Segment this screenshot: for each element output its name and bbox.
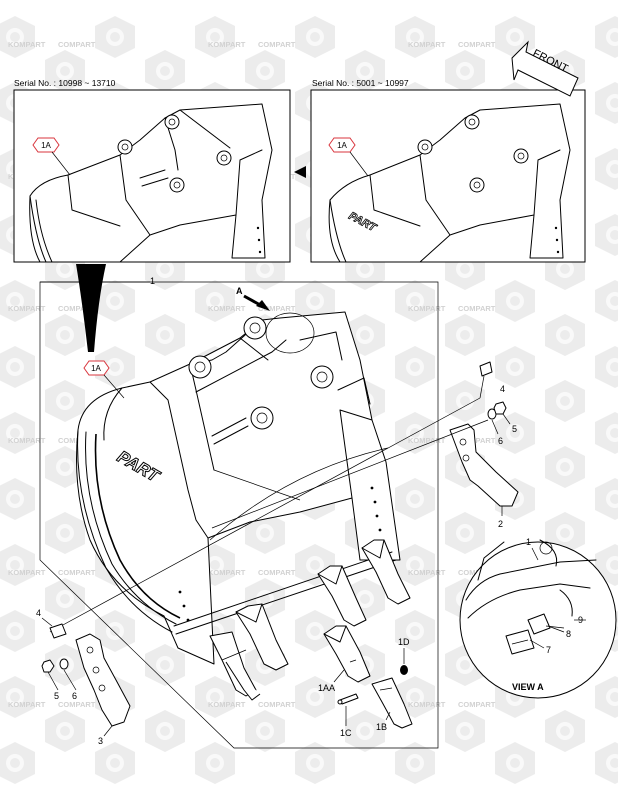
right-inset-bucket: PART (328, 103, 571, 263)
main-bucket: PART (76, 311, 401, 665)
view-a-arrow: A (236, 286, 270, 311)
callout-1b: 1B (376, 722, 387, 732)
callout-1-main: 1 (150, 276, 155, 286)
exploded-tooth-1b (371, 677, 413, 729)
right-inset: Serial No. : 5001 ~ 10997 PART 1A (310, 78, 586, 263)
bolt-4-right (479, 361, 493, 399)
callout-9: 9 (578, 615, 583, 625)
nut-5-left (41, 659, 55, 673)
watermark-pattern: KOMPART COMPART KOMPART COMPART KOMPART … (0, 16, 618, 784)
svg-text:1A: 1A (91, 364, 101, 373)
washer-6-left (59, 658, 69, 670)
pin-1c (337, 693, 359, 705)
callout-5-right: 5 (512, 424, 517, 434)
watermark-word: COMPART (458, 40, 496, 49)
right-serial-label: Serial No. : 5001 ~ 10997 (312, 78, 409, 88)
right-inset-tag-1a: 1A (328, 137, 369, 177)
callout-6-right: 6 (498, 436, 503, 446)
callout-4-right: 4 (500, 384, 505, 394)
detail-connector (76, 264, 106, 352)
watermark-word: COMPART (58, 40, 96, 49)
view-a-detail (459, 539, 617, 699)
callout-3: 3 (98, 736, 103, 746)
lock-1d (400, 665, 408, 675)
watermark-word: KOMPART (408, 40, 446, 49)
view-a-arrow-label: A (236, 286, 243, 296)
callout-1aa: 1AA (318, 683, 335, 693)
tooth (361, 539, 411, 605)
svg-text:1A: 1A (337, 141, 347, 150)
side-cutter-2 (449, 423, 519, 507)
callout-2: 2 (498, 519, 503, 529)
tooth (235, 603, 289, 671)
callout-1-view: 1 (526, 537, 531, 547)
main-tag-1a: 1A (83, 360, 125, 399)
nut-5-right (493, 401, 507, 415)
left-serial-label: Serial No. : 10998 ~ 13710 (14, 78, 116, 88)
watermark-word: COMPART (258, 40, 296, 49)
side-cutter-3 (75, 633, 131, 727)
watermark-word: KOMPART (8, 40, 46, 49)
pointer-arrow (294, 166, 306, 178)
callout-1d: 1D (398, 637, 410, 647)
left-inset: Serial No. : 10998 ~ 13710 1A (13, 78, 291, 263)
main-frame: 1 (39, 276, 439, 749)
view-a-label: VIEW A (512, 682, 544, 692)
callout-labels: 4 5 6 2 4 5 6 3 1AA 1C 1B 1D 1 7 8 9 (36, 384, 583, 746)
watermark-word: KOMPART (208, 40, 246, 49)
callout-8: 8 (566, 629, 571, 639)
callout-6-left: 6 (72, 691, 77, 701)
callout-4-left: 4 (36, 608, 41, 618)
callout-1c: 1C (340, 728, 352, 738)
exploded-tooth-1aa (323, 625, 371, 683)
left-inset-tag-1a: 1A (32, 137, 71, 176)
tooth (317, 565, 367, 627)
teeth-row (209, 539, 411, 701)
callout-5-left: 5 (54, 691, 59, 701)
svg-text:1A: 1A (41, 141, 51, 150)
bolt-4-left (49, 623, 67, 639)
callout-7: 7 (546, 645, 551, 655)
left-inset-bucket (29, 103, 273, 263)
